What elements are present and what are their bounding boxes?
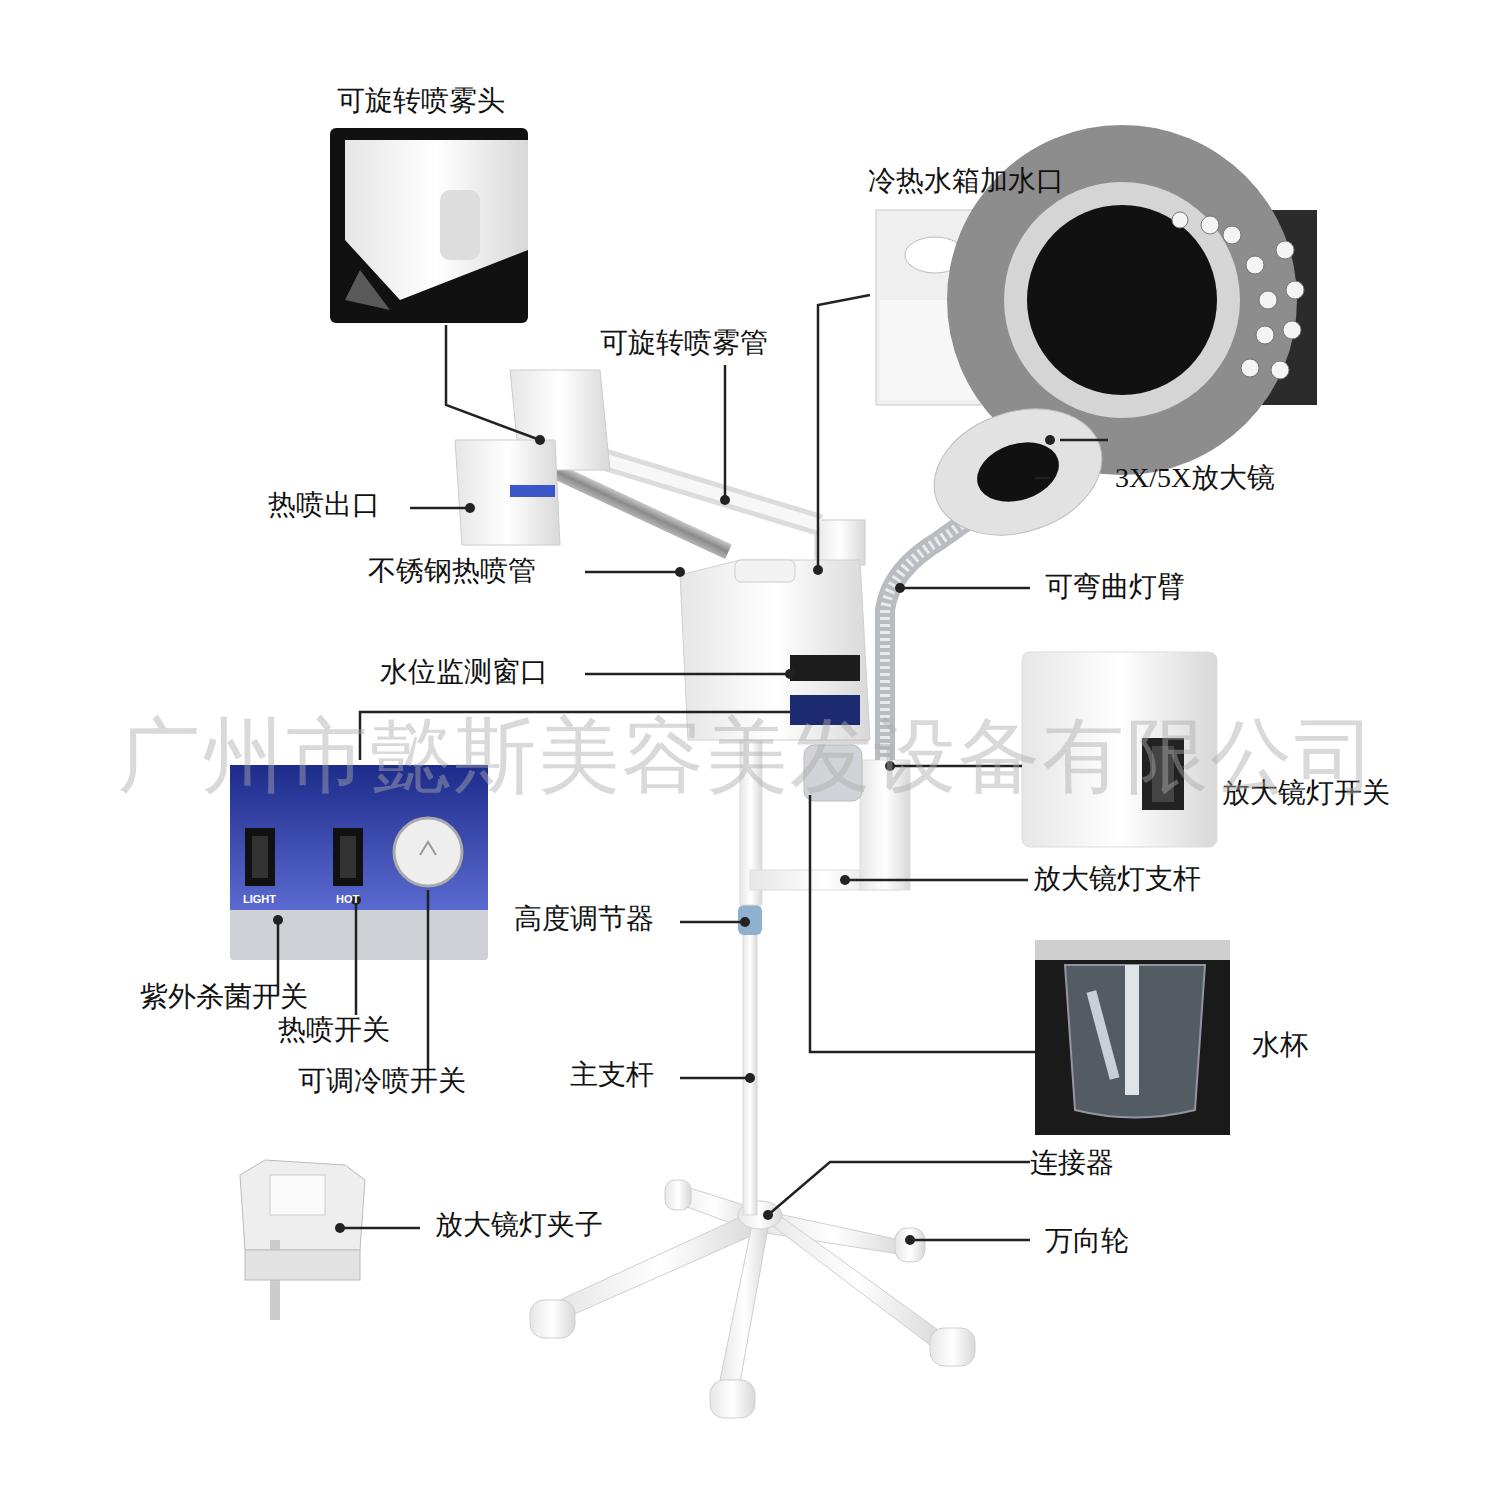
part-label: 可弯曲灯臂 — [1045, 572, 1185, 603]
leader-dots — [273, 435, 1055, 1245]
part-label: 可旋转喷雾头 — [337, 86, 505, 117]
watermark: 广州市懿斯美容美发设备有限公司 — [118, 712, 1378, 802]
part-label: 热喷出口 — [268, 490, 380, 521]
part-label: 主支杆 — [570, 1060, 654, 1091]
part-label: 冷热水箱加水口 — [868, 166, 1064, 197]
main-pole — [738, 740, 910, 1215]
part-label: 热喷开关 — [278, 1015, 390, 1046]
inset-nozzle — [330, 128, 528, 323]
inset-water-cup — [1035, 940, 1230, 1135]
part-label: 连接器 — [1030, 1148, 1114, 1179]
part-label: 万向轮 — [1045, 1226, 1129, 1257]
part-label: 放大镜灯夹子 — [435, 1210, 603, 1241]
part-label: 高度调节器 — [514, 904, 654, 935]
part-label: 紫外杀菌开关 — [140, 982, 308, 1013]
part-label: 水位监测窗口 — [380, 657, 548, 688]
part-label: 水杯 — [1252, 1030, 1308, 1061]
part-label: 可旋转喷雾管 — [600, 328, 768, 359]
part-label: 不锈钢热喷管 — [368, 556, 536, 587]
part-label: 3X/5X放大镜 — [1115, 463, 1275, 494]
part-label: 可调冷喷开关 — [298, 1066, 466, 1097]
switch-caption: HOT — [336, 893, 359, 905]
switch-caption: LIGHT — [243, 893, 276, 905]
inset-clamp — [240, 1160, 365, 1320]
part-label: 放大镜灯支杆 — [1033, 864, 1201, 895]
